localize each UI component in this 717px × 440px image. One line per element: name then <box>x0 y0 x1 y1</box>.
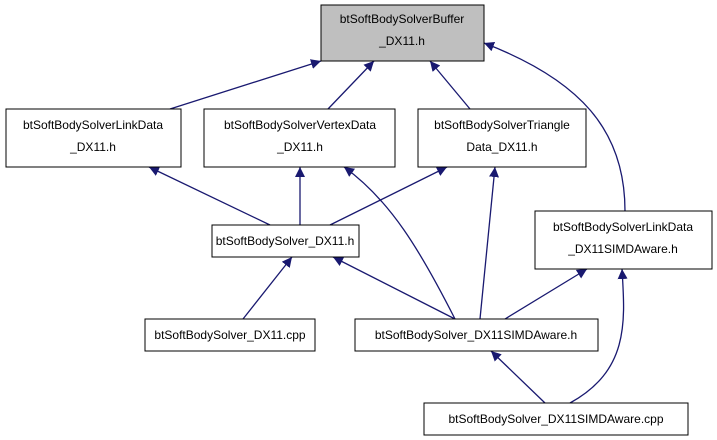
edge-simd-h-to-solver-h <box>332 256 456 320</box>
node-buffer-label-line2: _DX11.h <box>378 34 425 48</box>
node-vertexdata-label-line1: btSoftBodySolverVertexData <box>224 118 376 132</box>
node-linkdata-simd-label-line2: _DX11SIMDAware.h <box>567 242 678 256</box>
node-triangle[interactable]: btSoftBodySolverTriangle Data_DX11.h <box>417 108 587 168</box>
node-linkdata-simd[interactable]: btSoftBodySolverLinkData _DX11SIMDAware.… <box>534 210 713 270</box>
edge-vertexdata-to-buffer <box>327 60 375 110</box>
edge-simd-h-to-linkdata-simd <box>504 268 588 320</box>
node-vertexdata-label-line2: _DX11.h <box>276 140 323 154</box>
node-buffer-label-line1: btSoftBodySolverBuffer <box>340 12 465 26</box>
nodes: btSoftBodySolverBuffer _DX11.h btSoftBod… <box>5 4 713 436</box>
node-vertexdata[interactable]: btSoftBodySolverVertexData _DX11.h <box>203 108 396 168</box>
edge-simd-h-to-triangle <box>479 166 499 320</box>
edge-simd-cpp-to-linkdata-simd <box>569 268 628 404</box>
node-linkdata-simd-label-line1: btSoftBodySolverLinkData <box>553 220 693 234</box>
node-simd-cpp[interactable]: btSoftBodySolver_DX11SIMDAware.cpp <box>423 402 689 436</box>
edge-linkdata-simd-to-buffer <box>483 41 626 212</box>
edge-simd-h-to-vertexdata <box>343 166 456 320</box>
node-buffer[interactable]: btSoftBodySolverBuffer _DX11.h <box>320 4 485 62</box>
edge-simd-cpp-to-simd-h <box>490 350 546 404</box>
node-simd-cpp-label: btSoftBodySolver_DX11SIMDAware.cpp <box>449 412 664 426</box>
node-solver-h-label: btSoftBodySolver_DX11.h <box>216 234 355 248</box>
edges <box>148 41 628 404</box>
node-simd-h-label: btSoftBodySolver_DX11SIMDAware.h <box>375 328 577 342</box>
edge-solver-cpp-to-solver-h <box>242 256 293 320</box>
node-linkdata-label-line1: btSoftBodySolverLinkData <box>23 118 163 132</box>
node-triangle-label-line1: btSoftBodySolverTriangle <box>434 118 570 132</box>
edge-solver-h-to-linkdata <box>148 166 271 226</box>
node-linkdata-label-line2: _DX11.h <box>69 140 116 154</box>
node-solver-cpp[interactable]: btSoftBodySolver_DX11.cpp <box>144 318 316 352</box>
node-triangle-label-line2: Data_DX11.h <box>466 140 537 154</box>
edge-triangle-to-buffer <box>429 60 471 110</box>
node-solver-cpp-label: btSoftBodySolver_DX11.cpp <box>154 328 306 342</box>
node-simd-h[interactable]: btSoftBodySolver_DX11SIMDAware.h <box>354 318 599 352</box>
node-linkdata[interactable]: btSoftBodySolverLinkData _DX11.h <box>5 108 182 168</box>
node-solver-h[interactable]: btSoftBodySolver_DX11.h <box>211 224 360 258</box>
edge-solver-h-to-triangle <box>329 166 448 226</box>
edge-linkdata-to-buffer <box>169 59 322 110</box>
